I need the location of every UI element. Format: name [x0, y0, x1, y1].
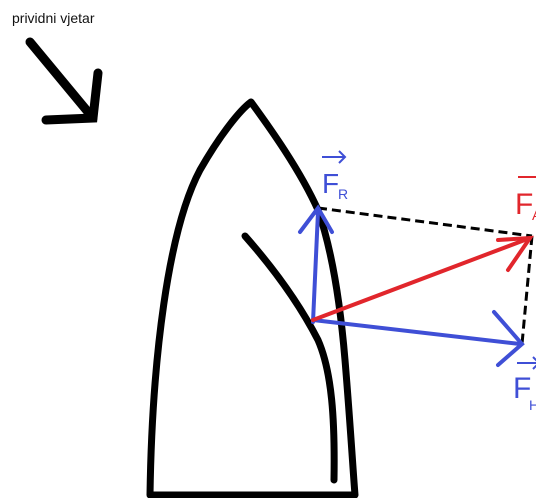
fr-subscript: R [338, 186, 348, 202]
wind-arrow-icon [25, 37, 103, 125]
fh-label: F H [513, 356, 536, 413]
fr-label: F R [322, 150, 348, 202]
sail-curve [241, 232, 338, 484]
vector-arrow-icon [322, 150, 347, 164]
hull-outline [146, 98, 359, 498]
fa-vector [311, 235, 534, 322]
vector-arrow-icon [517, 356, 536, 370]
parallelogram-lines [317, 206, 534, 345]
fa-label: F A [515, 176, 536, 223]
fr-letter: F [322, 168, 339, 199]
fr-vector [298, 204, 334, 324]
fh-vector [311, 310, 525, 367]
fh-letter: F [513, 372, 531, 405]
fa-subscript: A [532, 207, 536, 223]
fh-subscript: H [529, 397, 536, 413]
fa-letter: F [515, 188, 533, 221]
apparent-wind-label: prividni vjetar [12, 10, 95, 26]
